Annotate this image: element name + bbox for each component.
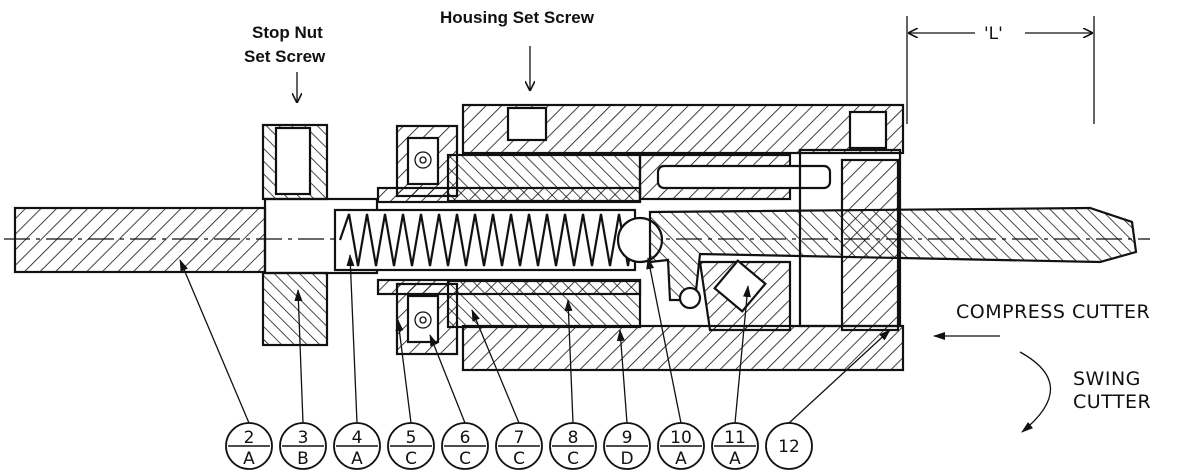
callout-code: A [729,449,741,469]
callout-number: 11 [724,428,746,448]
callout-number: 9 [622,428,633,448]
callout-number: 10 [670,428,692,448]
cutter-set-screw [713,259,767,313]
callout-8: C8 [549,422,597,470]
swing-cutter-label: SWING CUTTER [1019,351,1151,433]
callout-code: C [513,449,525,469]
callout-code: C [405,449,417,469]
callout-9: D9 [603,422,651,470]
callout-2: A2 [225,422,273,470]
stop-nut [261,123,329,347]
spring-coils [338,213,634,267]
callout-11: A11 [711,422,759,470]
cutter-arm [616,148,1138,332]
callout-6: C6 [441,422,489,470]
outer-housing [461,103,905,372]
bearing-lower [406,294,440,344]
shaft-body [13,206,267,274]
callout-5: C5 [387,422,435,470]
housing-end-screw [848,110,888,150]
dimension-l-text: 'L' [984,24,1003,44]
stop-nut-label-line2: Set Screw [244,47,326,66]
spring [333,208,637,272]
callout-code: C [567,449,579,469]
callout-code: D [620,449,633,469]
sleeve [376,153,642,329]
compress-cutter-text: COMPRESS CUTTER [956,301,1150,323]
bearing-upper [406,136,440,186]
stop-nut-lower [261,271,329,347]
callout-code: A [243,449,255,469]
callout-12: 12 [765,422,813,470]
callout-number: 3 [298,428,309,448]
callout-number: 5 [406,428,417,448]
cutter-pin [656,164,832,190]
housing-set-screw-label: Housing Set Screw [440,8,595,90]
housing-set-screw [506,106,548,142]
stop-nut-label-line1: Stop Nut [252,23,323,42]
swing-cutter-line1: SWING [1073,368,1141,390]
compress-cutter-label: COMPRESS CUTTER [933,301,1150,340]
callout-circle [765,422,813,470]
callout-3: B3 [279,422,327,470]
swing-cutter-line2: CUTTER [1073,391,1151,413]
callout-7: C7 [495,422,543,470]
callout-number: 7 [514,428,525,448]
callout-number: 8 [568,428,579,448]
callout-code: B [297,449,309,469]
housing-set-screw-text: Housing Set Screw [440,8,595,27]
leader-lines [179,254,891,424]
callout-10: A10 [657,422,705,470]
dimension-l: 'L' [906,16,1095,124]
stop-nut-set-screw [274,126,312,196]
callout-number: 12 [778,437,800,457]
callout-code: A [675,449,687,469]
stop-nut-set-screw-label: Stop Nut Set Screw [244,23,326,102]
callout-number: 6 [460,428,471,448]
shaft [13,197,379,275]
housing-lower [461,324,905,372]
callout-code: C [459,449,471,469]
callout-number: 2 [244,428,255,448]
swing-arrow [1019,351,1052,433]
callout-number: 4 [352,428,363,448]
callout-4: A4 [333,422,381,470]
callout-code: A [351,449,363,469]
